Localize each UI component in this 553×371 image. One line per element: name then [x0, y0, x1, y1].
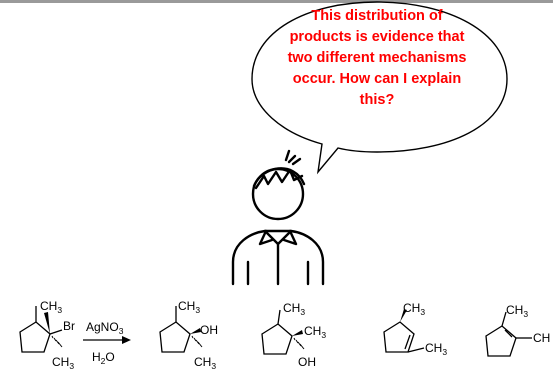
speech-bubble-line: two different mechanisms — [287, 50, 467, 66]
product-2-top-group: CH3 — [283, 301, 305, 317]
reaction-arrow — [83, 336, 131, 344]
product-4-side-group: CH — [533, 331, 550, 345]
reactant-molecule: CH3 Br CH3 — [19, 299, 75, 371]
reagent-below: H2O — [92, 350, 115, 366]
speech-bubble — [251, 1, 508, 175]
product-1-bottom-group: CH3 — [194, 355, 216, 371]
speech-bubble-shape — [251, 1, 508, 175]
product-1-molecule: CH3 OH CH3 — [159, 299, 218, 371]
reactant-bottom-group: CH3 — [52, 355, 74, 371]
speech-bubble-line: this? — [359, 92, 395, 108]
product-3-top-group: CH3 — [403, 301, 425, 317]
product-3-side-group: CH3 — [425, 341, 447, 357]
product-2-bottom-group: OH — [298, 355, 316, 369]
thinking-person-icon — [231, 149, 325, 286]
wedge-bond — [44, 312, 50, 334]
product-2-molecule: CH3 CH3 OH — [261, 301, 326, 369]
speech-bubble-line: This distribution of — [311, 8, 443, 24]
product-4-top-group: CH3 — [506, 303, 528, 319]
product-1-side-group: OH — [200, 323, 218, 337]
reactant-side-group: Br — [63, 319, 75, 333]
top-border — [0, 0, 553, 3]
product-1-top-group: CH3 — [178, 299, 200, 315]
speech-bubble-line: products is evidence that — [289, 29, 465, 45]
speech-bubble-line: occur. How can I explain — [292, 71, 462, 87]
product-2-side-group: CH3 — [304, 324, 326, 340]
product-4-molecule: CH3 CH — [485, 303, 550, 357]
speech-bubble-text: This distribution of products is evidenc… — [262, 6, 492, 111]
reagent-above: AgNO3 — [86, 320, 124, 336]
product-3-molecule: CH3 CH3 — [383, 301, 447, 357]
reactant-top-group: CH3 — [40, 299, 62, 315]
cyclopentane-ring — [19, 321, 51, 353]
